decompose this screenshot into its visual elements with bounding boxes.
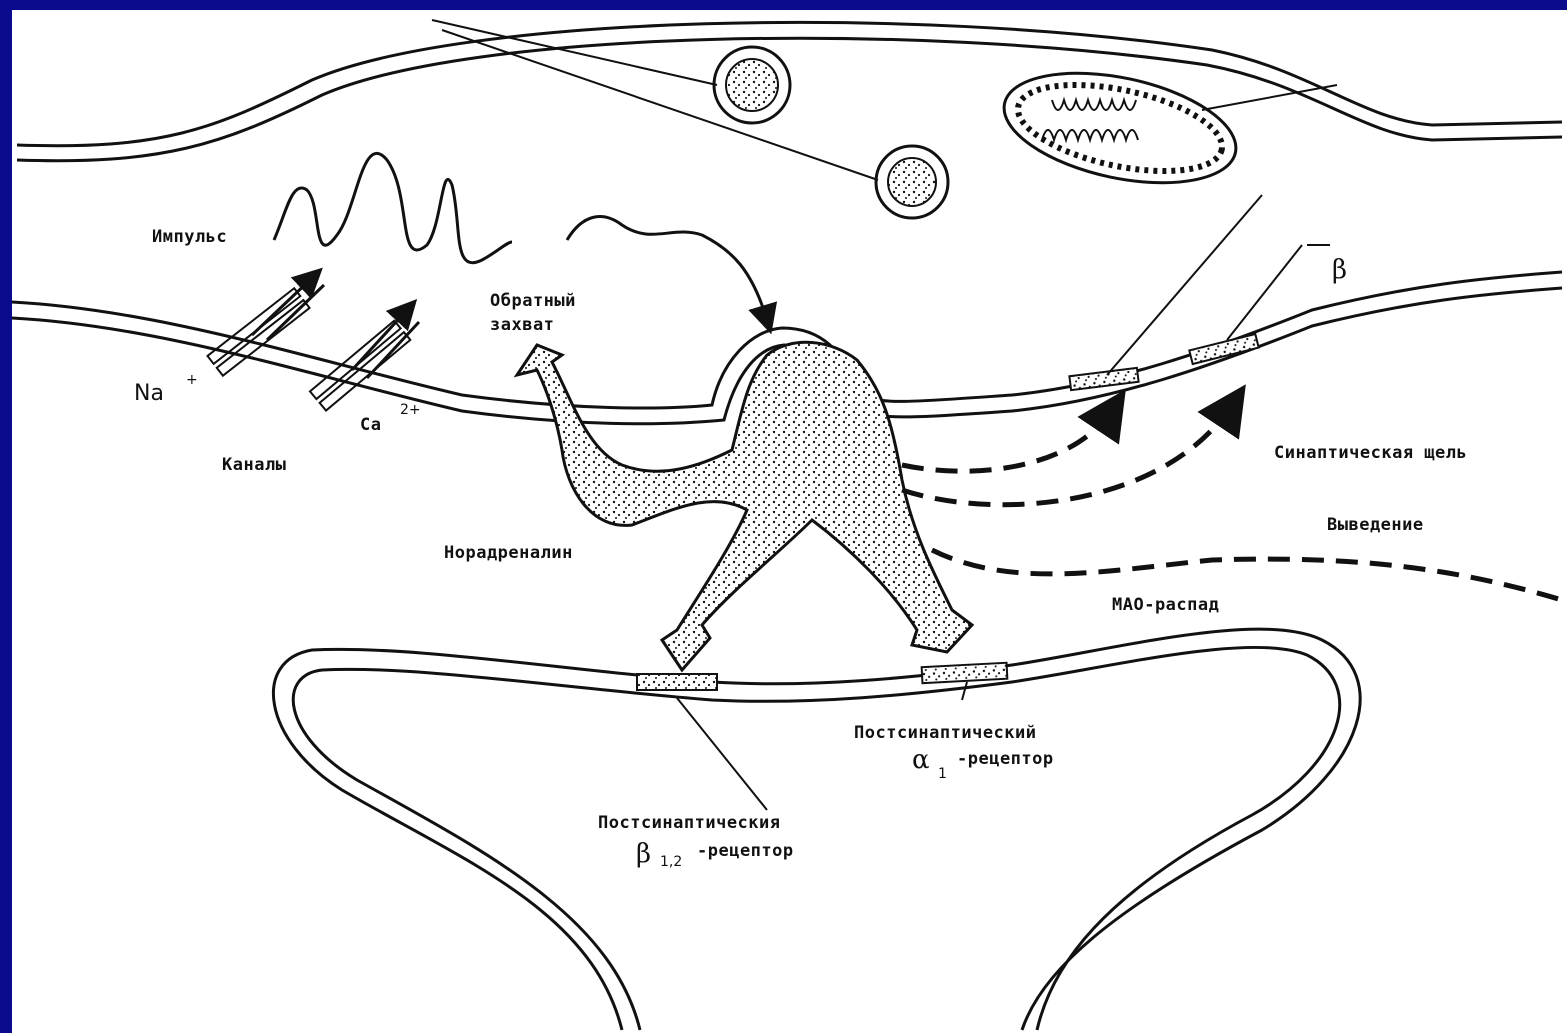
- channels-label: Каналы: [222, 455, 286, 475]
- sodium-label: Na: [134, 381, 164, 406]
- alpha1-subscript: 1: [938, 766, 947, 782]
- sodium-charge: +: [186, 372, 198, 388]
- removal-label: Выведение: [1327, 515, 1424, 535]
- noradrenaline-label: Норадреналин: [444, 543, 573, 563]
- dashed-pathways: [902, 405, 1562, 600]
- beta-presynaptic-label: β: [1332, 255, 1347, 285]
- beta12-subscript: 1,2: [660, 854, 682, 870]
- synapse-diagram: Импульс Обратный захват Na + Ca 2+ Канал…: [12, 10, 1567, 1033]
- leader-lines: [432, 20, 1337, 375]
- calcium-charge: 2+: [400, 402, 421, 418]
- presynaptic-receptor-1: [1069, 368, 1138, 390]
- reuptake-label-2: захват: [490, 315, 554, 335]
- alpha1-symbol: α: [912, 745, 930, 775]
- postsynaptic-beta-receptor: [637, 674, 717, 690]
- synaptic-vesicle-2: [876, 146, 948, 218]
- mitochondrion: [994, 55, 1246, 202]
- reuptake-label-1: Обратный: [490, 291, 576, 311]
- mao-label: МАО-распад: [1112, 595, 1219, 615]
- impulse-label: Импульс: [152, 227, 227, 247]
- postsynaptic-alpha1-receptor: [922, 663, 1008, 683]
- noradrenaline-release: [517, 342, 972, 670]
- alpha1-label-line1: Постсинаптический: [854, 723, 1037, 743]
- beta12-label-line1: Постсинаптическия: [598, 813, 781, 833]
- postsynaptic-membrane: [273, 629, 1360, 1030]
- calcium-label: Ca: [360, 415, 381, 435]
- beta12-symbol: β: [636, 839, 651, 869]
- alpha1-label-line2: -рецептор: [957, 749, 1054, 769]
- beta12-label-line2: -рецептор: [697, 841, 794, 861]
- labels: Импульс Обратный захват Na + Ca 2+ Канал…: [134, 227, 1467, 870]
- diagram-panel: Импульс Обратный захват Na + Ca 2+ Канал…: [12, 10, 1567, 1033]
- synaptic-vesicle-1: [714, 47, 790, 123]
- synaptic-cleft-label: Синаптическая щель: [1274, 443, 1467, 463]
